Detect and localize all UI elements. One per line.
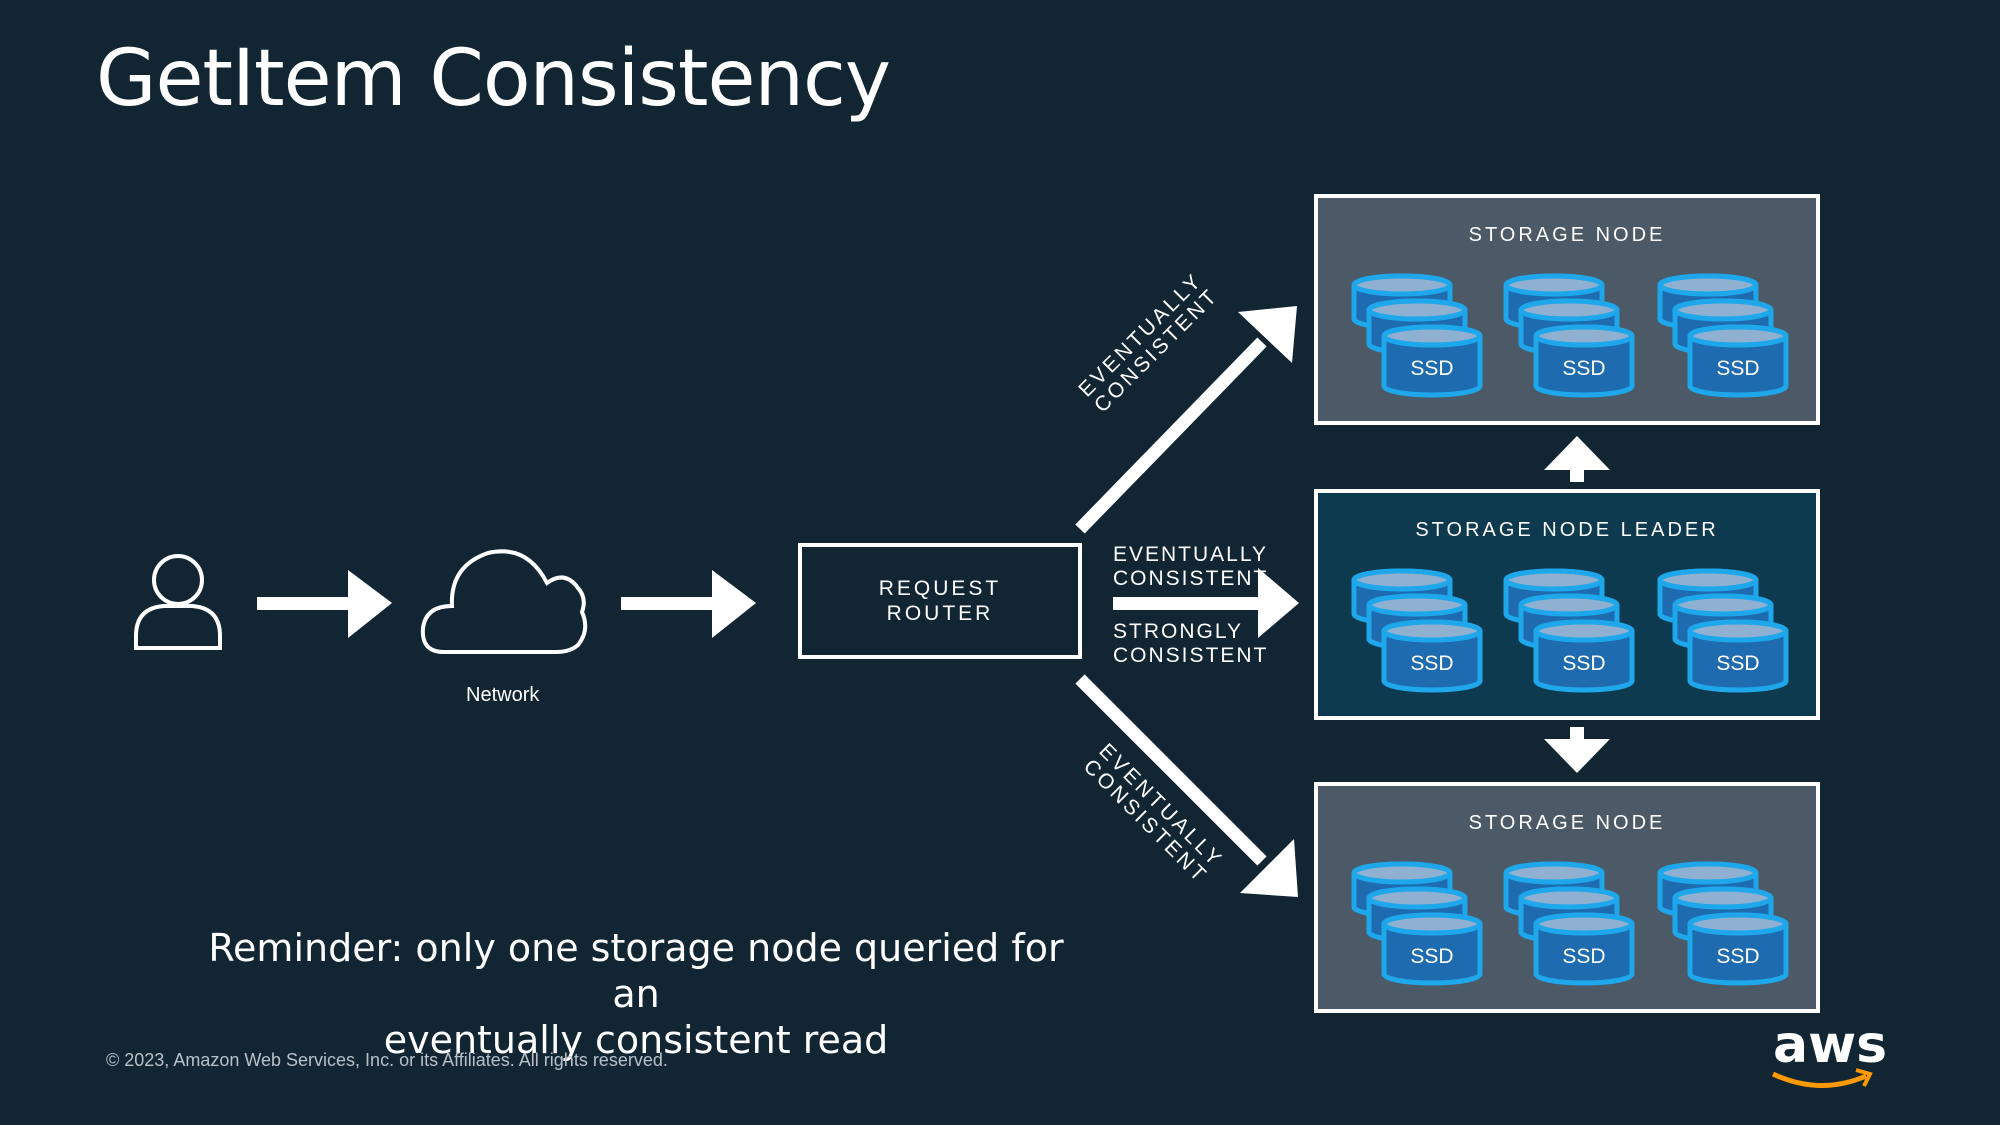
ssd-label: SSD <box>1716 357 1759 380</box>
reminder-text: Reminder: only one storage node queried … <box>180 925 1092 1063</box>
ssd-label: SSD <box>1410 357 1453 380</box>
arrow-leader-to-top-node <box>1544 436 1610 482</box>
reminder-line: eventually consistent read <box>383 1018 889 1062</box>
ssd-stack-icon: SSD <box>1351 568 1483 693</box>
ssd-group: SSD SSD SSD <box>1351 861 1789 986</box>
ssd-stack-icon: SSD <box>1351 273 1483 398</box>
copyright: © 2023, Amazon Web Services, Inc. or its… <box>106 1050 668 1070</box>
label-middle-arrow-eventually: EVENTUALLY CONSISTENT <box>1113 543 1268 591</box>
ssd-label: SSD <box>1410 945 1453 968</box>
ssd-label: SSD <box>1716 652 1759 675</box>
arrow-user-to-network <box>257 570 392 638</box>
reminder-line: Reminder: only one storage node queried … <box>208 926 1064 1016</box>
ssd-stack-icon: SSD <box>1503 861 1635 986</box>
label-line: CONSISTENT <box>1113 567 1269 590</box>
storage-node-leader: STORAGE NODE LEADER SSD SSD SSD <box>1314 489 1820 720</box>
svg-text:aws: aws <box>1773 1015 1887 1075</box>
label-line: CONSISTENT <box>1113 644 1269 667</box>
aws-logo: aws <box>1771 1015 1887 1088</box>
label-line: STRONGLY <box>1113 620 1243 643</box>
user-icon <box>134 554 222 650</box>
router-label: REQUEST <box>878 577 1002 600</box>
slide-title: GetItem Consistency <box>96 34 891 124</box>
arrow-network-to-router <box>621 570 756 638</box>
ssd-stack-icon: SSD <box>1657 273 1789 398</box>
ssd-stack-icon: SSD <box>1503 568 1635 693</box>
arrow-leader-to-bottom-node <box>1544 727 1610 773</box>
ssd-stack-icon: SSD <box>1351 861 1483 986</box>
ssd-stack-icon: SSD <box>1657 861 1789 986</box>
label-middle-arrow-strongly: STRONGLY CONSISTENT <box>1113 620 1268 668</box>
node-title: STORAGE NODE LEADER <box>1415 519 1719 541</box>
ssd-label: SSD <box>1562 945 1605 968</box>
ssd-label: SSD <box>1562 652 1605 675</box>
node-title: STORAGE NODE <box>1468 224 1666 246</box>
router-label: ROUTER <box>886 602 994 625</box>
ssd-group: SSD SSD SSD <box>1351 568 1789 693</box>
label-line: EVENTUALLY <box>1113 543 1268 566</box>
ssd-label: SSD <box>1562 357 1605 380</box>
ssd-stack-icon: SSD <box>1503 273 1635 398</box>
node-title: STORAGE NODE <box>1468 812 1666 834</box>
ssd-group: SSD SSD SSD <box>1351 273 1789 398</box>
arrow-router-to-top-node <box>1075 306 1297 534</box>
arrow-router-to-leader <box>1113 568 1299 638</box>
cloud-icon <box>420 549 588 654</box>
storage-node-top: STORAGE NODE SSD SSD SSD <box>1314 194 1820 425</box>
ssd-label: SSD <box>1410 652 1453 675</box>
storage-node-bottom: STORAGE NODE SSD SSD SSD <box>1314 782 1820 1013</box>
network-label: Network <box>466 684 540 706</box>
arrow-router-to-bottom-node <box>1075 674 1298 897</box>
ssd-label: SSD <box>1716 945 1759 968</box>
ssd-stack-icon: SSD <box>1657 568 1789 693</box>
